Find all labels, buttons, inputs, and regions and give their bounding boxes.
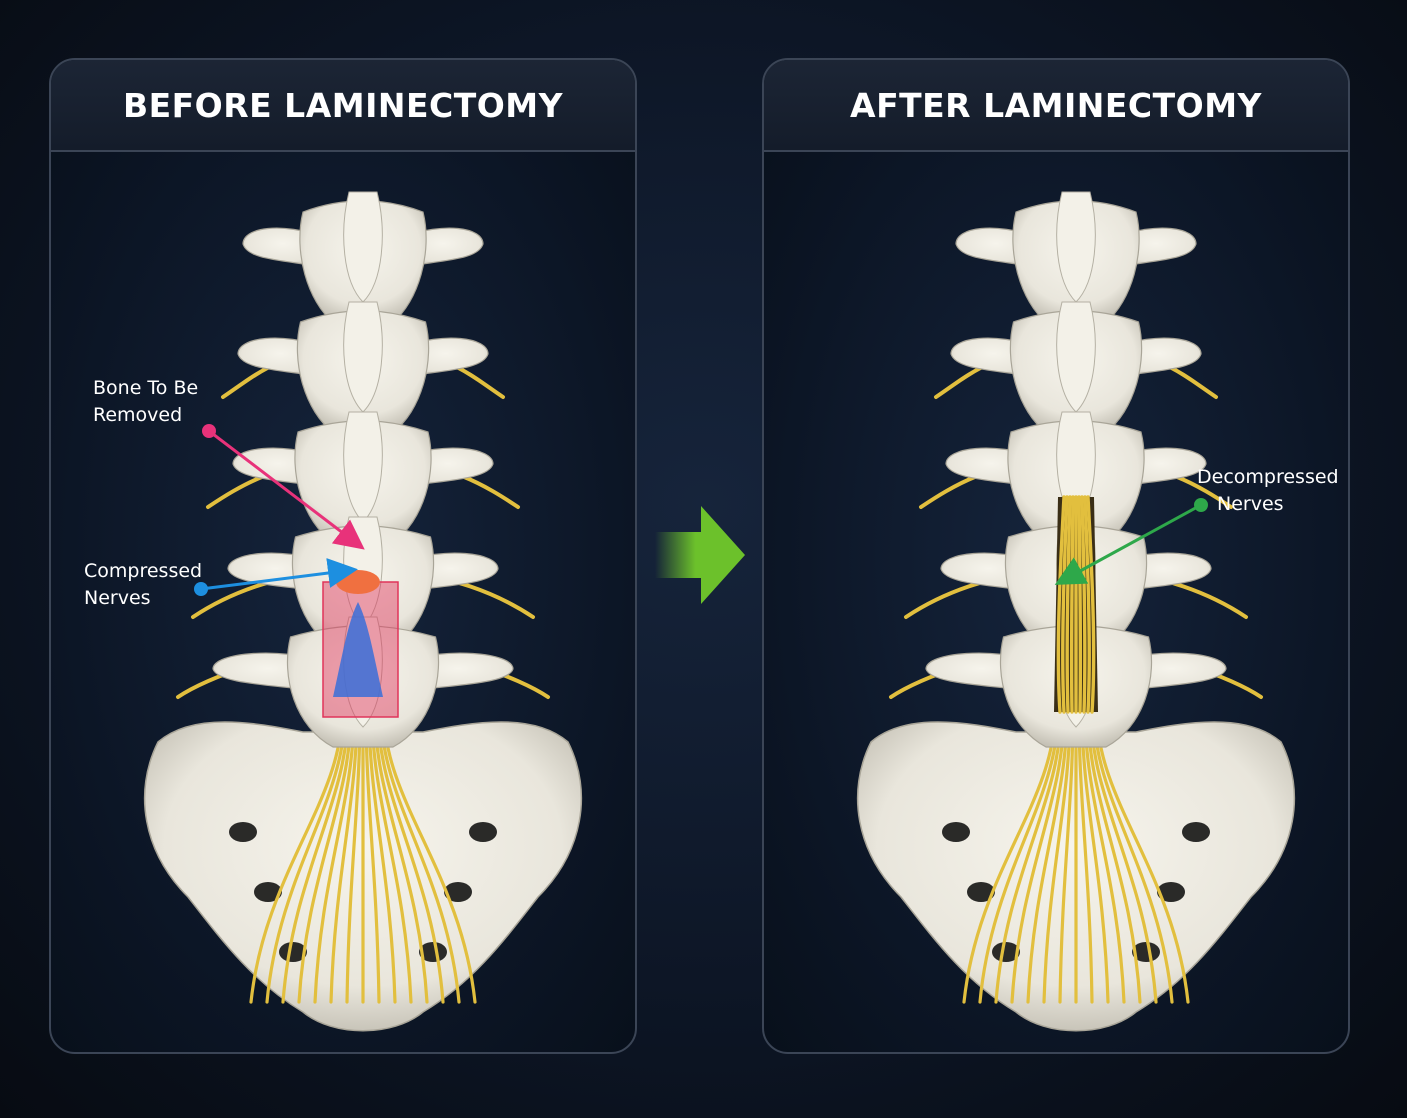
before-panel-header: BEFORE LAMINECTOMY xyxy=(51,60,635,152)
decompressed-nerves-label: Decompressed Nerves xyxy=(1197,464,1339,518)
sacral-foramen xyxy=(942,822,970,842)
after-panel-title: AFTER LAMINECTOMY xyxy=(850,85,1262,125)
sacral-foramen xyxy=(469,822,497,842)
bone-label-line2: Removed xyxy=(93,404,183,426)
vertebra xyxy=(955,191,1197,323)
stenosis-tissue xyxy=(336,570,380,594)
vertebra xyxy=(242,191,484,323)
arrow-right-icon xyxy=(655,506,745,604)
after-panel: AFTER LAMINECTOMY xyxy=(762,58,1350,1054)
sacral-foramen xyxy=(992,942,1020,962)
compressed-label-line1: Compressed xyxy=(84,560,203,582)
sacral-foramen xyxy=(1132,942,1160,962)
sacral-foramen xyxy=(229,822,257,842)
sacral-foramen xyxy=(444,882,472,902)
vertebra xyxy=(950,301,1202,433)
sacral-foramen xyxy=(1182,822,1210,842)
compressed-nerves-label: Compressed Nerves xyxy=(84,558,202,612)
decompressed-label-line1: Decompressed xyxy=(1197,466,1339,488)
after-spine-illustration xyxy=(856,191,1296,1032)
sacral-foramen xyxy=(1157,882,1185,902)
sacral-foramen xyxy=(419,942,447,962)
sacral-foramen xyxy=(254,882,282,902)
decompressed-nerve xyxy=(1069,495,1075,714)
before-panel-title: BEFORE LAMINECTOMY xyxy=(122,85,564,125)
decompressed-nerve xyxy=(1077,495,1083,714)
before-panel: BEFORE LAMINECTOMY xyxy=(49,58,637,1054)
vertebra xyxy=(237,301,489,433)
compressed-label-line2: Nerves xyxy=(84,587,151,609)
sacral-foramen xyxy=(967,882,995,902)
bone-to-be-removed-label: Bone To Be Removed xyxy=(93,375,198,429)
compressed-nerves xyxy=(333,602,383,697)
bone-label-line1: Bone To Be xyxy=(93,377,199,399)
sacral-foramen xyxy=(279,942,307,962)
decompressed-label-line2: Nerves xyxy=(1217,493,1284,515)
after-panel-header: AFTER LAMINECTOMY xyxy=(764,60,1348,152)
